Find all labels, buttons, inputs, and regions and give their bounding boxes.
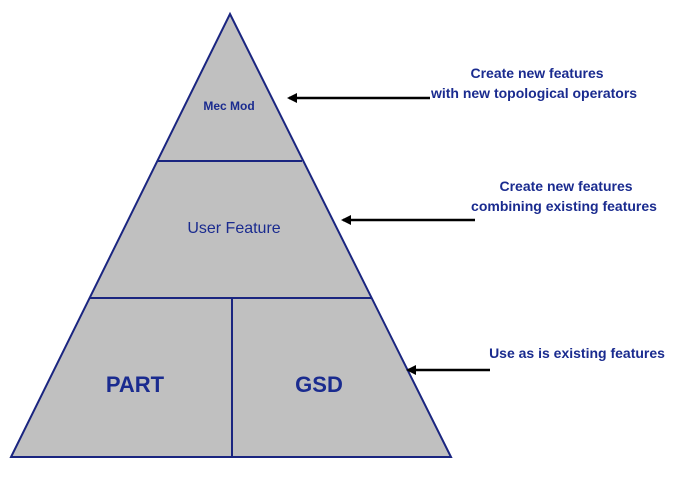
annotation-middle-line2: combining existing features <box>471 198 657 214</box>
tier-label-bottom-right: GSD <box>295 372 343 397</box>
tier-label-top: Mec Mod <box>203 99 254 113</box>
tier-label-bottom-left: PART <box>106 372 165 397</box>
annotation-top-line2: with new topological operators <box>430 85 637 101</box>
annotation-bottom-line1: Use as is existing features <box>489 345 665 361</box>
annotation-top-line1: Create new features <box>470 65 603 81</box>
tier-label-middle: User Feature <box>187 220 280 237</box>
annotation-middle-line1: Create new features <box>499 178 632 194</box>
